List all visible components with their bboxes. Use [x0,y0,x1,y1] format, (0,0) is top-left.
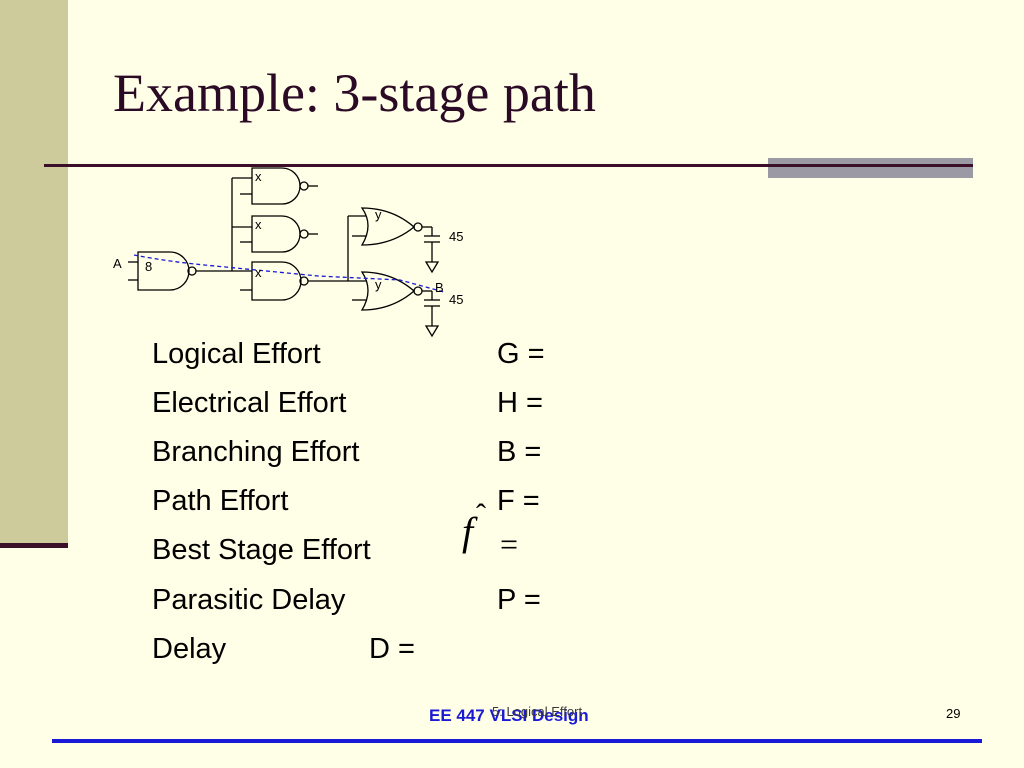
stage1-size: 8 [145,259,152,274]
footer-section: 5: Logical Effort [492,704,583,719]
title-rule [44,164,972,167]
stage2-size-bot: x [255,265,262,280]
footer-rule [52,739,982,743]
circuit-diagram: A 8 x x x y y 45 45 B [113,167,463,338]
side-rule [0,543,68,548]
load-bot: 45 [449,292,463,307]
page-number: 29 [946,706,961,721]
title-accent-bar [768,158,973,178]
stage2-size-mid: x [255,217,262,232]
slide-title: Example: 3-stage path [113,63,596,123]
best-stage-equals: = [500,526,519,562]
side-strip [0,0,68,545]
input-label: A [113,256,122,271]
stage3-size-top: y [375,207,382,222]
footer-course: EE 447 VLSI Design [429,706,589,725]
stage3-size-bot: y [375,277,382,292]
load-top: 45 [449,229,463,244]
output-label: B [435,280,444,295]
stage2-size-top: x [255,169,262,184]
